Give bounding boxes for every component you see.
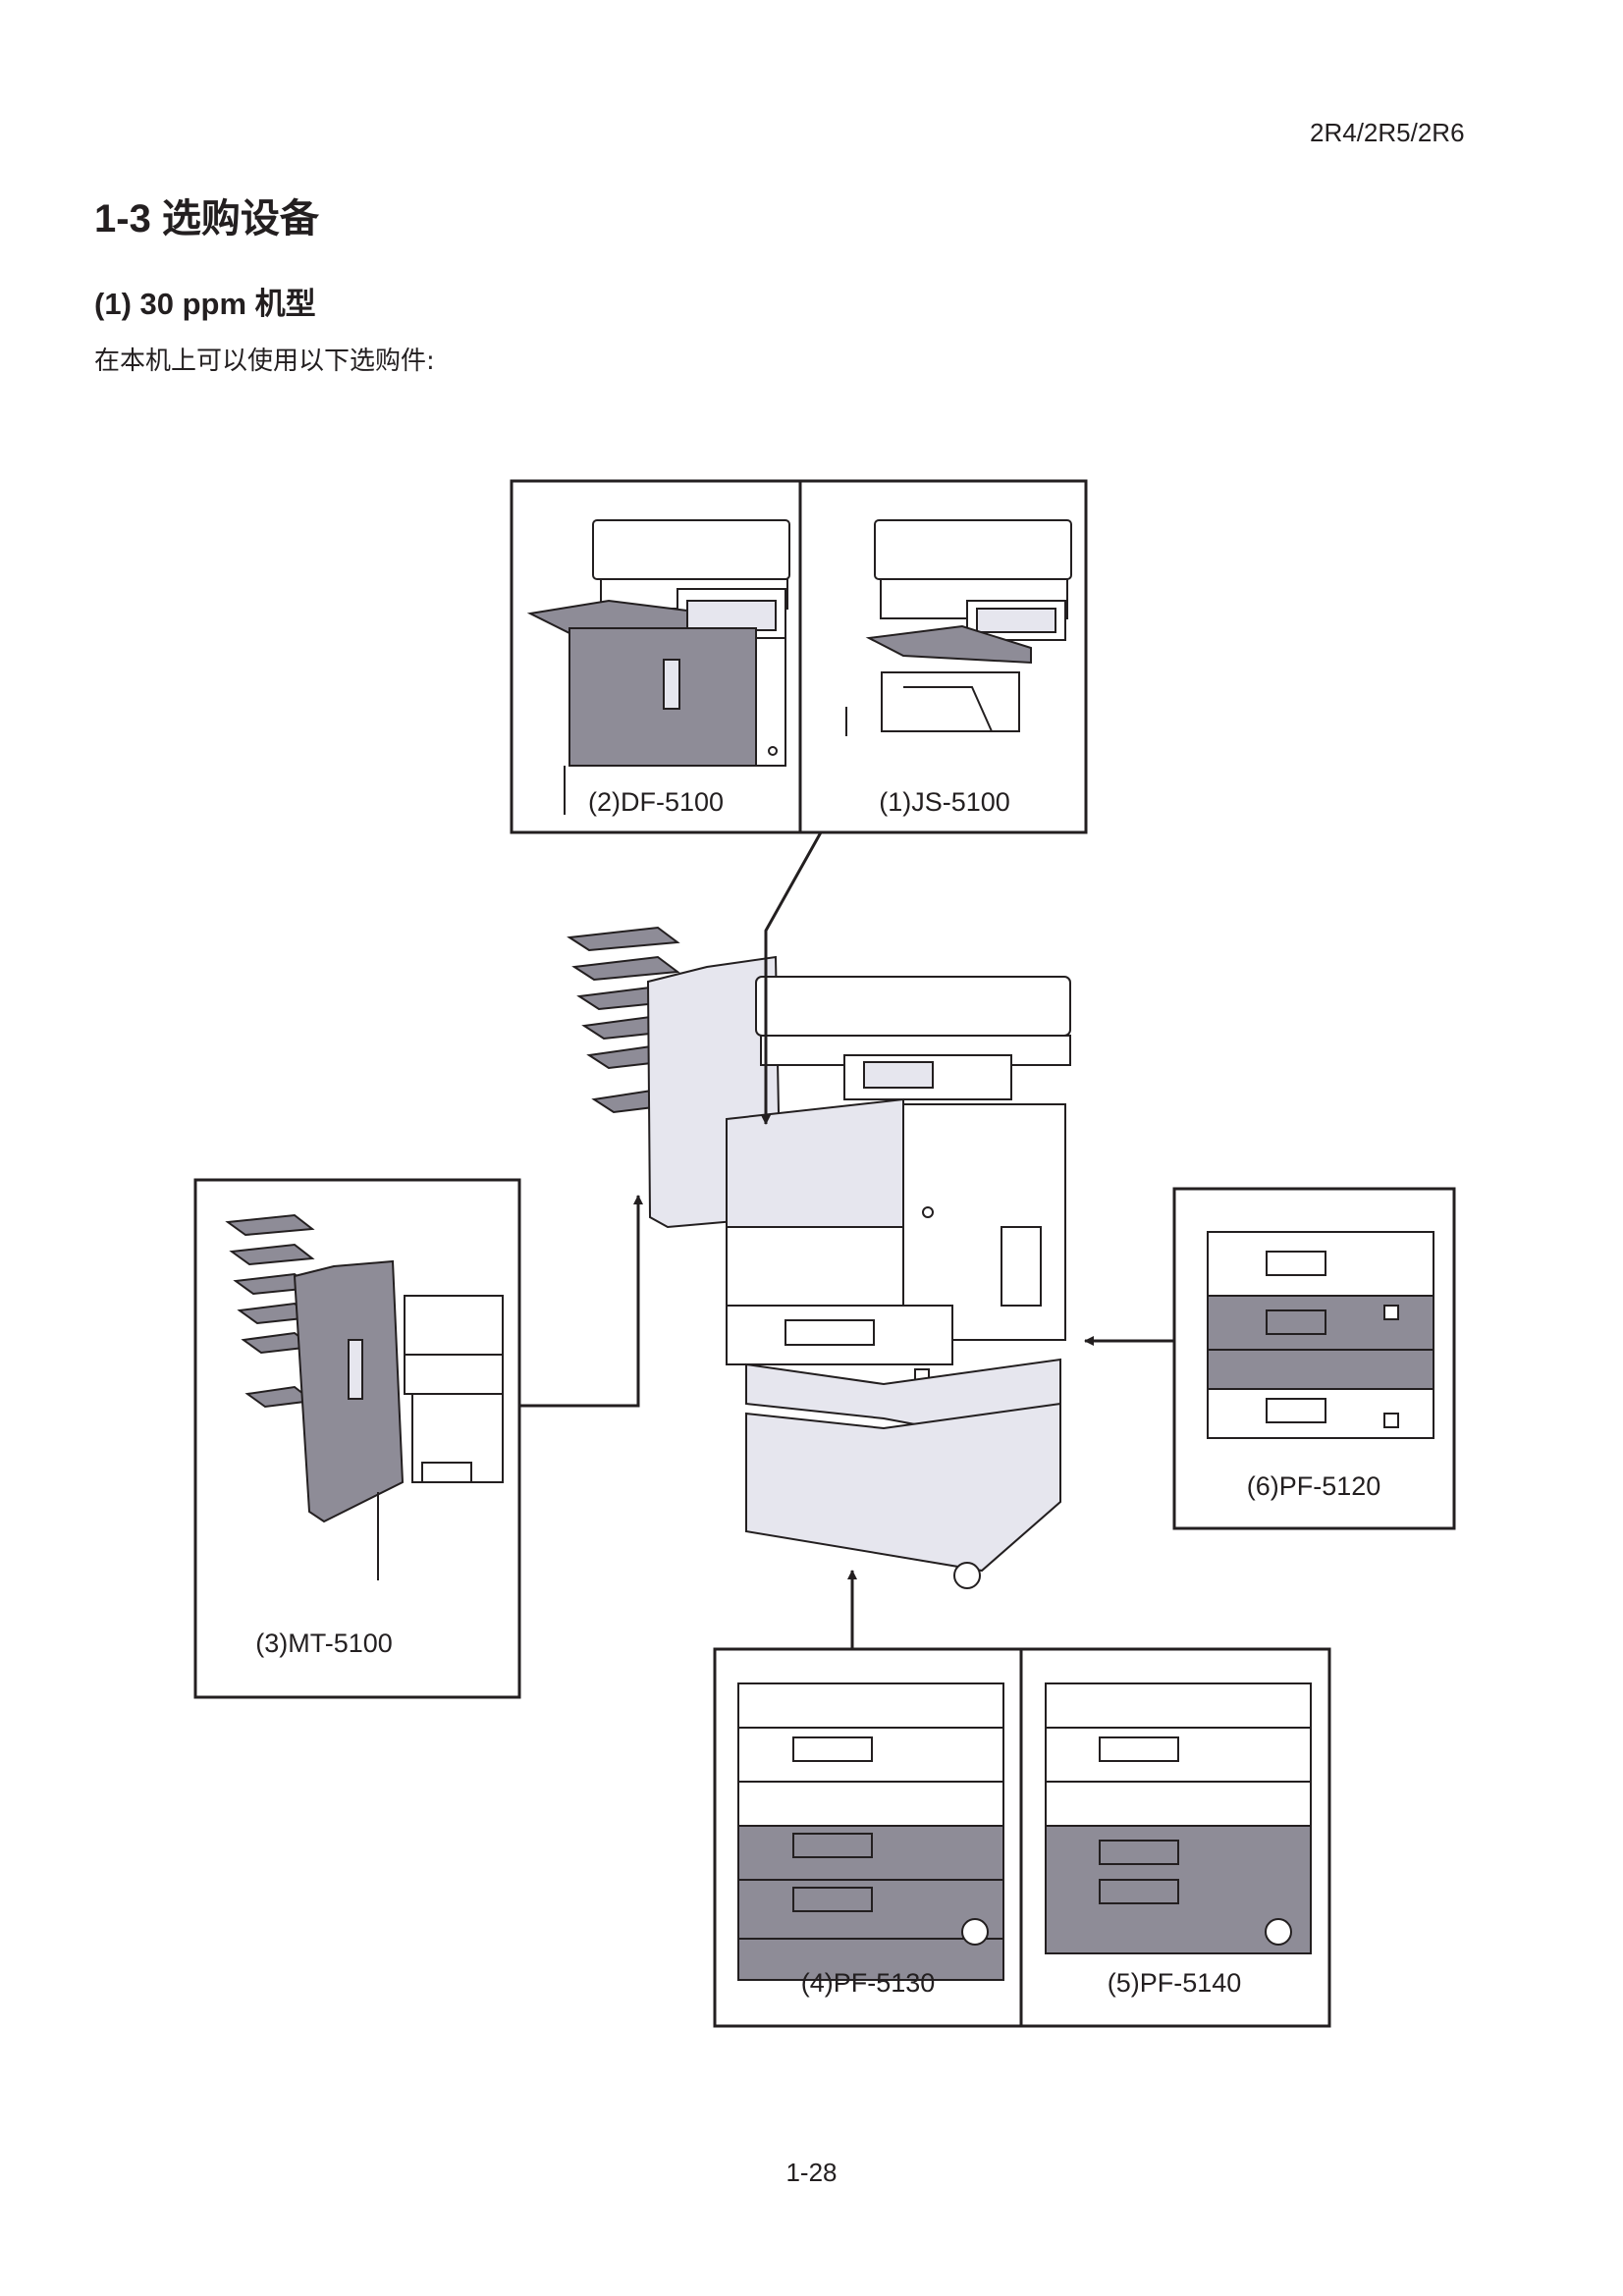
page-number: 1-28 <box>785 2158 838 2187</box>
js-5100-label: (1)JS-5100 <box>879 787 1010 817</box>
mt-5100-label: (3)MT-5100 <box>255 1629 393 1658</box>
df-5100-label: (2)DF-5100 <box>588 787 724 817</box>
section-title: 1-3 选购设备 <box>94 197 319 240</box>
subsection-title: (1) 30 ppm 机型 <box>94 287 316 321</box>
pf-5120-illustration <box>1207 1231 1434 1439</box>
pf-5120-label: (6)PF-5120 <box>1247 1471 1381 1501</box>
js-5100-illustration <box>845 519 1072 736</box>
pf-5140-illustration <box>1045 1682 1312 1954</box>
mt-5100-illustration <box>225 1213 504 1580</box>
mt-arrow <box>519 1195 643 1408</box>
model-code: 2R4/2R5/2R6 <box>1310 118 1465 147</box>
connector-arrows <box>519 831 1174 1649</box>
machine-illustration <box>567 926 1071 1589</box>
pf-5140-label: (5)PF-5140 <box>1108 1968 1242 1998</box>
intro-text: 在本机上可以使用以下选购件: <box>94 347 435 376</box>
pf-5130-label: (4)PF-5130 <box>801 1968 936 1998</box>
pf-5130-illustration <box>737 1682 1004 1981</box>
df-5100-illustration <box>526 519 790 815</box>
js-arrow <box>761 831 823 1125</box>
